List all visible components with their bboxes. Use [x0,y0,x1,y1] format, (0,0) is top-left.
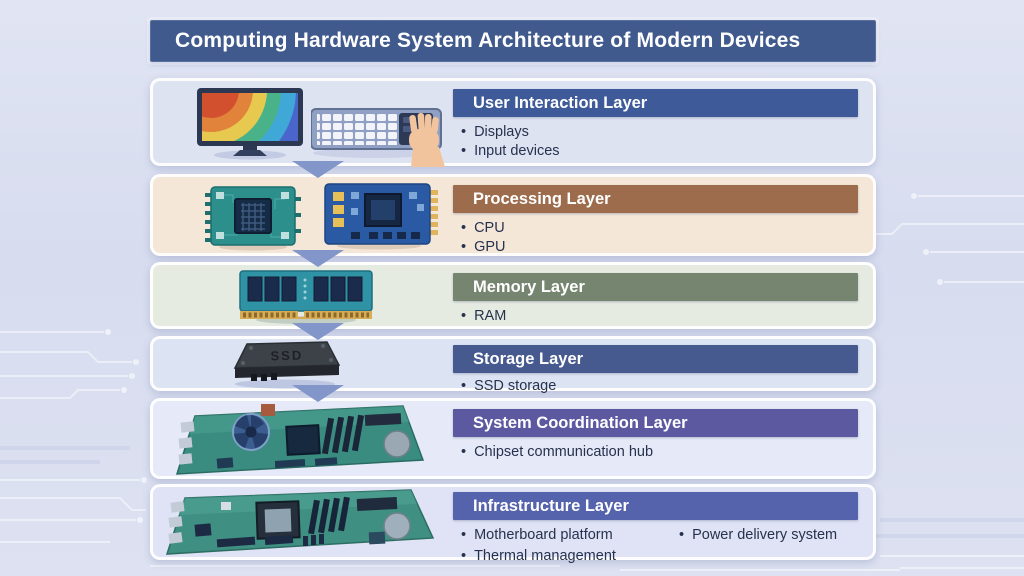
layer-header: System Coordination Layer [453,409,858,437]
motherboard-fan-icon [165,402,433,480]
layer-item: CPU [461,219,858,238]
layer-header: Memory Layer [453,273,858,301]
layer-header: Processing Layer [453,185,858,213]
layer-header: User Interaction Layer [453,89,858,117]
cpu-chip-icon [205,185,301,251]
ram-icon [238,269,374,325]
gpu-chip-icon [321,182,439,250]
layer-row-user-interaction: User Interaction Layer Displays Input de… [150,78,876,167]
layer-item: Motherboard platform [461,526,673,545]
ssd-icon: SSD [225,341,349,389]
layer-item: Displays [461,123,858,142]
layer-row-memory: Memory Layer RAM [150,262,876,329]
layer-row-processing: Processing Layer CPU GPU [150,174,876,256]
monitor-icon [195,86,305,160]
ssd-label: SSD [270,348,303,364]
layer-item: GPU [461,238,858,257]
layer-item: Thermal management [461,547,673,566]
layer-item: Chipset communication hub [461,443,858,462]
layer-item: Power delivery system [679,526,858,545]
motherboard-icon [159,488,441,560]
layer-row-infrastructure: Infrastructure Layer Motherboard platfor… [150,484,876,564]
layer-row-system-coordination: System Coordination Layer Chipset commun… [150,398,876,479]
layer-header: Infrastructure Layer [453,492,858,520]
layer-item: Input devices [461,142,858,161]
layer-item: RAM [461,307,858,326]
layer-row-storage: SSD Storage Layer SSD storage [150,336,876,394]
layer-item: SSD storage [461,377,858,396]
layer-header: Storage Layer [453,345,858,373]
page-title: Computing Hardware System Architecture o… [150,20,876,62]
keyboard-icon [311,105,453,167]
